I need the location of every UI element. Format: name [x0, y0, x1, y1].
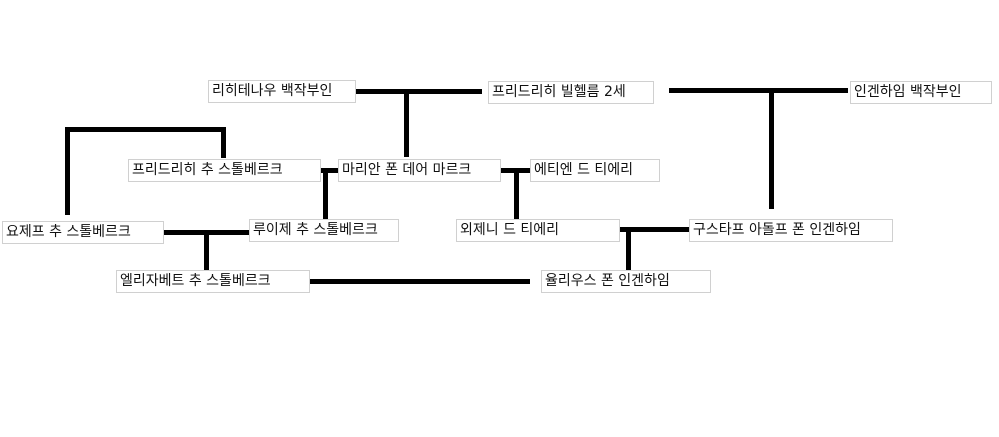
person-lichtenau: 리히테나우 백작부인 — [208, 80, 356, 103]
connector-to-julius — [626, 229, 631, 272]
person-julius: 율리우스 폰 인겐하임 — [541, 270, 711, 293]
connector-lichtenau-fw2 — [355, 89, 482, 94]
connector-elisabeth-julius — [310, 279, 530, 284]
person-joseph-stolberg: 요제프 추 스톨베르크 — [2, 221, 164, 244]
person-friedrich-wilhelm-ii: 프리드리히 빌헬름 2세 — [488, 81, 654, 104]
connector-top-bracket-right — [221, 127, 226, 158]
connector-to-eugenie — [514, 170, 519, 220]
person-louise-stolberg: 루이제 추 스톨베르크 — [249, 219, 399, 242]
connector-eugenie-gustav — [578, 227, 691, 232]
person-gustav-adolf: 구스타프 아돌프 폰 인겐하임 — [689, 219, 893, 242]
person-eugenie: 외제니 드 티에리 — [456, 219, 620, 242]
person-elisabeth-stolberg: 엘리자베트 추 스톨베르크 — [116, 270, 310, 293]
person-etienne: 에티엔 드 티에리 — [530, 159, 660, 182]
person-ingenheim-countess: 인겐하임 백작부인 — [850, 81, 992, 104]
connector-to-elisabeth — [204, 232, 209, 272]
connector-to-louise — [323, 170, 328, 219]
connector-top-bracket-horizontal — [65, 127, 226, 132]
connector-to-gustav-adolf — [769, 90, 774, 209]
person-friedrich-stolberg: 프리드리히 추 스톨베르크 — [128, 159, 321, 182]
connector-to-marianne — [404, 91, 409, 157]
connector-top-bracket-left — [65, 127, 70, 215]
connector-friedrich-marianne — [316, 168, 340, 173]
connector-fw2-ingenheim — [669, 88, 848, 93]
person-marianne: 마리안 폰 데어 마르크 — [338, 159, 501, 182]
